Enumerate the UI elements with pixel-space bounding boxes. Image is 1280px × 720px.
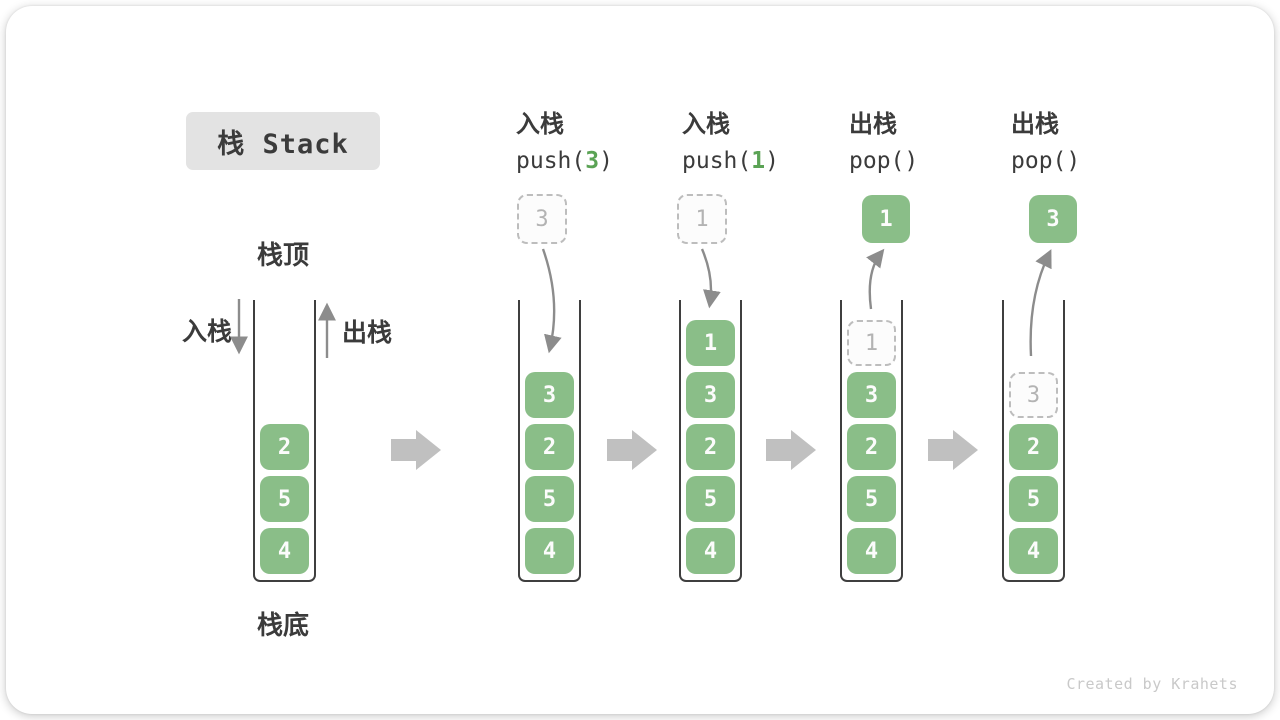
code-post: ) [904,148,919,174]
stack-block: 3 [847,372,896,418]
title-text: 栈 Stack [217,128,349,160]
next-step-arrow-icon [607,430,657,470]
stack-block: 5 [686,476,735,522]
stack-block: 5 [1009,476,1058,522]
next-step-arrow-icon [928,430,978,470]
label-stack-bottom: 栈底 [257,611,310,641]
code-pre: push( [682,148,752,174]
ghost-slot: 1 [847,320,896,366]
stack-container-after-push-1: 1 3 2 5 4 [679,300,742,582]
label-stack-top: 栈顶 [257,241,310,271]
operation-name: 出栈 [849,110,897,138]
operation-code: pop() [1011,148,1080,174]
stack-container-after-push-3: 3 2 5 4 [518,300,581,582]
code-pre: push( [516,148,586,174]
operation-label-pop-first: 出栈 pop() [849,104,918,174]
stack-block: 5 [525,476,574,522]
title-badge: 栈 Stack [186,112,380,170]
code-post: ) [599,148,613,174]
stack-block: 4 [686,528,735,574]
stack-block: 4 [260,528,309,574]
stack-container-initial: 2 5 4 [253,300,316,582]
code-post: ) [765,148,779,174]
operation-label-push-1: 入栈 push(1) [682,104,779,174]
operation-code: pop() [849,148,918,174]
operation-name: 入栈 [516,110,564,138]
incoming-value-box: 1 [677,194,727,244]
ghost-slot: 3 [1009,372,1058,418]
next-step-arrow-icon [391,430,441,470]
code-arg: 1 [751,148,766,174]
next-step-arrow-icon [766,430,816,470]
operation-label-push-3: 入栈 push(3) [516,104,613,174]
stack-block: 2 [1009,424,1058,470]
operation-name: 出栈 [1011,110,1059,138]
label-push-side: 入栈 [182,317,233,346]
watermark: Created by Krahets [1066,675,1238,693]
stack-block: 4 [1009,528,1058,574]
popped-value-box: 3 [1029,195,1077,243]
code-pre: pop( [1011,148,1067,174]
stack-block: 3 [686,372,735,418]
operation-code: push(1) [682,148,779,174]
code-post: ) [1066,148,1081,174]
incoming-value-box: 3 [517,194,567,244]
push-curve-arrow-icon [700,248,721,309]
code-pre: pop( [849,148,905,174]
stack-container-after-pop-2: 3 2 5 4 [1002,300,1065,582]
popped-value-box: 1 [862,195,910,243]
stack-block: 1 [686,320,735,366]
operation-code: push(3) [516,148,613,174]
stack-block: 5 [260,476,309,522]
operation-label-pop-second: 出栈 pop() [1011,104,1080,174]
code-arg: 3 [585,148,600,174]
stack-block: 2 [686,424,735,470]
stack-block: 3 [525,372,574,418]
stack-block: 2 [525,424,574,470]
stack-block: 5 [847,476,896,522]
stack-block: 4 [525,528,574,574]
stack-block: 2 [260,424,309,470]
stack-container-after-pop-1: 1 3 2 5 4 [840,300,903,582]
stack-block: 2 [847,424,896,470]
stack-block: 4 [847,528,896,574]
label-pop-side: 出栈 [342,318,393,347]
operation-name: 入栈 [682,110,730,138]
